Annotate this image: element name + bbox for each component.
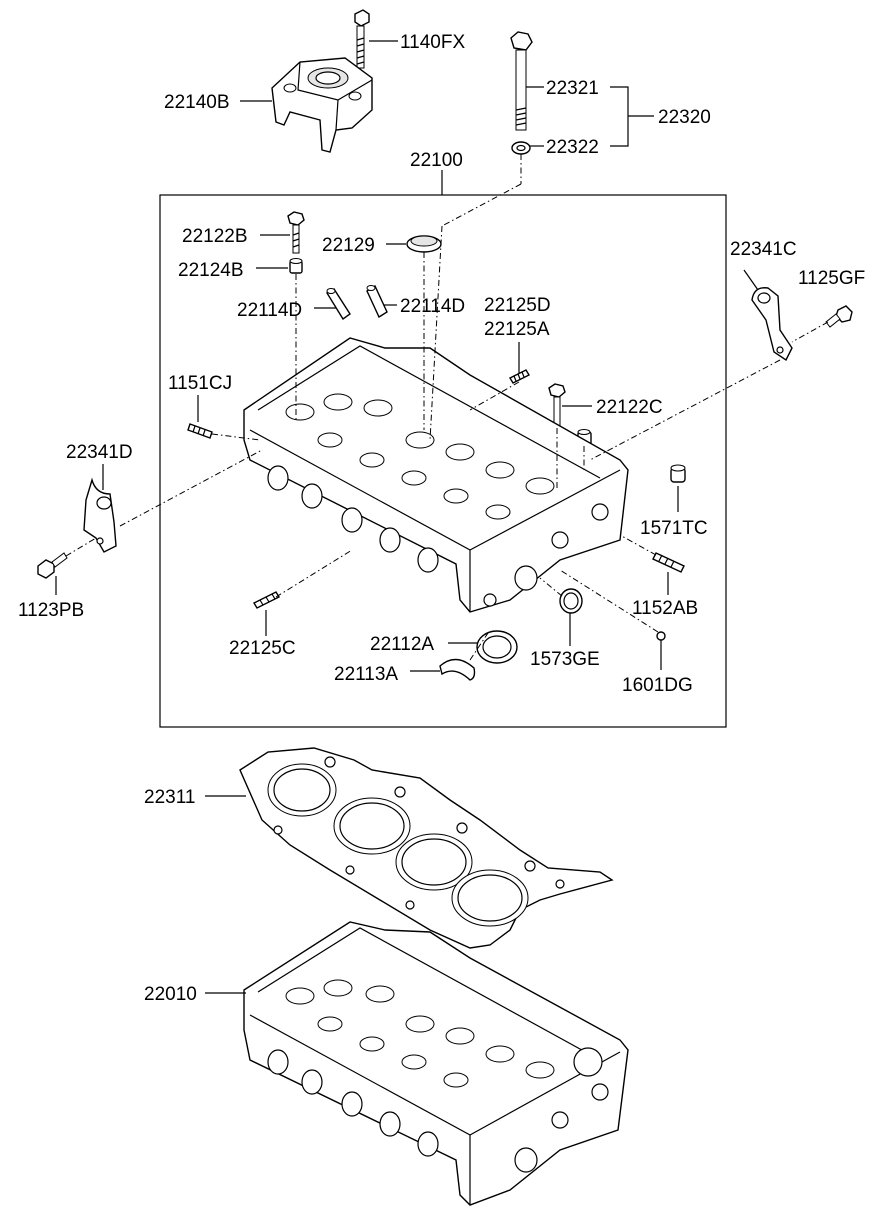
label-1601dg: 1601DG bbox=[622, 675, 693, 696]
label-22100: 22100 bbox=[410, 150, 463, 171]
label-22129: 22129 bbox=[322, 235, 375, 256]
bolt-22122b bbox=[287, 211, 305, 254]
stud-1151cj bbox=[187, 423, 213, 439]
bracket-22341d bbox=[83, 477, 117, 553]
label-1140fx: 1140FX bbox=[400, 32, 465, 53]
label-22322: 22322 bbox=[546, 137, 599, 158]
dowel-22124b bbox=[289, 258, 303, 274]
guide-22114d-right bbox=[366, 284, 388, 319]
label-22321: 22321 bbox=[546, 78, 599, 99]
washer-22322 bbox=[511, 141, 531, 155]
bolt-22122c bbox=[548, 383, 566, 428]
label-22010: 22010 bbox=[144, 984, 197, 1005]
seal-1573ge bbox=[559, 588, 583, 614]
label-22113a: 22113A bbox=[334, 664, 398, 685]
label-22114d-left: 22114D bbox=[237, 300, 302, 321]
plug-22129 bbox=[406, 235, 442, 253]
stud-1152ab bbox=[652, 552, 685, 573]
label-22114d-right: 22114D bbox=[400, 296, 465, 317]
housing-22140b bbox=[271, 57, 373, 153]
label-22341d: 22341D bbox=[66, 442, 133, 463]
side-ports bbox=[267, 465, 609, 607]
bolt-1125gf bbox=[825, 305, 853, 328]
stud-22125d bbox=[509, 369, 530, 384]
bracket-22341c bbox=[751, 287, 793, 362]
stud-22125c bbox=[253, 591, 280, 609]
label-1573ge: 1573GE bbox=[530, 649, 600, 670]
label-22341c: 22341C bbox=[730, 239, 797, 260]
ring-22112a bbox=[476, 630, 518, 664]
guide-22114d-left bbox=[326, 288, 351, 321]
label-22311: 22311 bbox=[144, 787, 195, 808]
leader-lines bbox=[55, 40, 759, 994]
cylinder-head-22010 bbox=[243, 921, 629, 1206]
head-gasket-22311 bbox=[239, 747, 614, 949]
bolt-1123pb bbox=[37, 552, 68, 579]
label-22125c: 22125C bbox=[229, 638, 296, 659]
label-22125d: 22125D bbox=[484, 295, 551, 316]
ball-1601dg bbox=[656, 631, 666, 641]
label-1152ab: 1152AB bbox=[632, 598, 698, 619]
cylinder-head-upper bbox=[243, 337, 629, 613]
assembly-group-box bbox=[159, 194, 727, 728]
label-22122c: 22122C bbox=[596, 397, 663, 418]
label-1571tc: 1571TC bbox=[640, 518, 708, 539]
label-22124b: 22124B bbox=[178, 260, 244, 281]
label-22140b: 22140B bbox=[164, 92, 230, 113]
label-22320: 22320 bbox=[658, 107, 711, 128]
label-1125gf: 1125GF bbox=[798, 268, 865, 289]
label-22125a: 22125A bbox=[484, 319, 550, 340]
label-22112a: 22112A bbox=[370, 634, 434, 655]
ring-22113a bbox=[439, 658, 476, 681]
bolt-1140fx bbox=[354, 9, 370, 69]
bolt-22321 bbox=[510, 31, 533, 131]
plug-1571tc bbox=[670, 464, 686, 483]
label-1123pb: 1123PB bbox=[18, 600, 84, 621]
label-22122b: 22122B bbox=[182, 226, 248, 247]
camshaft-journals bbox=[285, 393, 555, 520]
label-1151cj: 1151CJ bbox=[168, 373, 232, 394]
alignment-lines bbox=[65, 154, 829, 661]
part-labels: 1140FX 22140B 22321 22320 22322 22100 22… bbox=[18, 32, 865, 1005]
